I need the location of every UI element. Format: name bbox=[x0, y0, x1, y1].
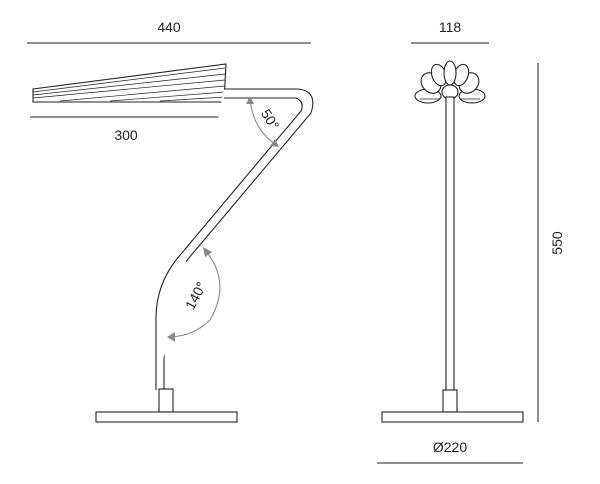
base-diameter-label: Ø220 bbox=[433, 439, 467, 455]
base-plate bbox=[95, 411, 238, 423]
shade-width-label: 300 bbox=[114, 127, 138, 143]
lamp-arm bbox=[155, 88, 314, 390]
front-view: 118 550 Ø220 bbox=[377, 19, 565, 464]
front-stem bbox=[445, 96, 455, 392]
overall-width-label: 440 bbox=[157, 19, 181, 35]
front-base-plate bbox=[381, 411, 524, 423]
height-label: 550 bbox=[549, 231, 565, 255]
side-view: 440 300 50° bbox=[27, 19, 314, 423]
front-stem-collar bbox=[442, 389, 458, 413]
lamp-head bbox=[32, 63, 227, 103]
lower-angle-label: 140° bbox=[182, 279, 210, 312]
front-shade-width-label: 118 bbox=[439, 19, 462, 35]
stem-collar bbox=[158, 388, 174, 413]
